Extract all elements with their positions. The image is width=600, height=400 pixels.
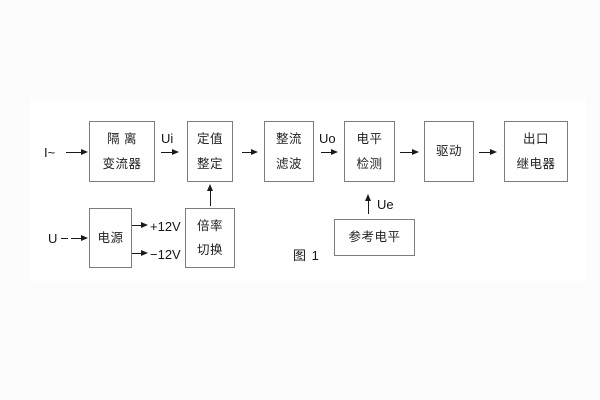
arrow-driver-to-relay-icon bbox=[479, 148, 497, 155]
arrow-input-current-icon bbox=[66, 148, 88, 155]
block-label-line: 电源 bbox=[97, 230, 124, 245]
block-label-line: 出口 bbox=[522, 132, 549, 146]
arrow-minus12-icon bbox=[132, 249, 148, 256]
block-isolation-transformer: 隔 离 变流器 bbox=[89, 121, 155, 182]
arrow-plus12-icon bbox=[132, 221, 148, 228]
block-label-line: 定值 bbox=[196, 132, 223, 146]
label-plus-12v: +12V bbox=[150, 219, 181, 234]
block-label-line: 滤波 bbox=[275, 156, 302, 171]
block-output-relay: 出口 继电器 bbox=[504, 121, 568, 182]
label-ue: Ue bbox=[377, 197, 394, 212]
block-label-line: 驱动 bbox=[435, 144, 462, 159]
arrow-ratio-to-setting-icon bbox=[206, 184, 213, 206]
arrow-setting-to-rectifier-icon bbox=[242, 148, 258, 155]
block-ratio-switch: 倍率 切换 bbox=[185, 208, 235, 268]
block-driver: 驱动 bbox=[424, 121, 474, 182]
input-voltage-lead-line bbox=[61, 238, 68, 239]
label-input-current: I~ bbox=[44, 145, 56, 160]
arrow-ue-icon bbox=[364, 194, 371, 214]
block-label-line: 切换 bbox=[196, 243, 223, 257]
label-uo: Uo bbox=[319, 131, 336, 146]
arrow-uo-icon bbox=[321, 148, 338, 155]
block-label-line: 参考电平 bbox=[348, 230, 401, 245]
block-label-line: 电平 bbox=[356, 132, 383, 146]
block-label-line: 变流器 bbox=[102, 156, 142, 171]
label-input-voltage: U bbox=[48, 231, 58, 246]
arrow-input-voltage-icon bbox=[71, 234, 88, 241]
label-minus-12v: −12V bbox=[150, 247, 181, 262]
arrow-level-to-driver-icon bbox=[400, 148, 419, 155]
block-reference-level: 参考电平 bbox=[334, 219, 415, 256]
block-label-line: 整定 bbox=[196, 156, 223, 171]
block-setting-adjust: 定值 整定 bbox=[187, 121, 233, 182]
block-label-line: 检测 bbox=[356, 156, 383, 171]
block-label-line: 继电器 bbox=[516, 156, 556, 171]
arrow-ui-icon bbox=[161, 148, 179, 155]
block-label-line: 整流 bbox=[275, 132, 302, 146]
block-level-detection: 电平 检测 bbox=[344, 121, 395, 182]
block-rectifier-filter: 整流 滤波 bbox=[264, 121, 314, 182]
figure-caption: 图 1 bbox=[293, 248, 320, 263]
block-power-supply: 电源 bbox=[89, 208, 132, 268]
label-ui: Ui bbox=[161, 131, 174, 146]
block-label-line: 隔 离 bbox=[107, 132, 137, 146]
block-label-line: 倍率 bbox=[196, 218, 223, 233]
